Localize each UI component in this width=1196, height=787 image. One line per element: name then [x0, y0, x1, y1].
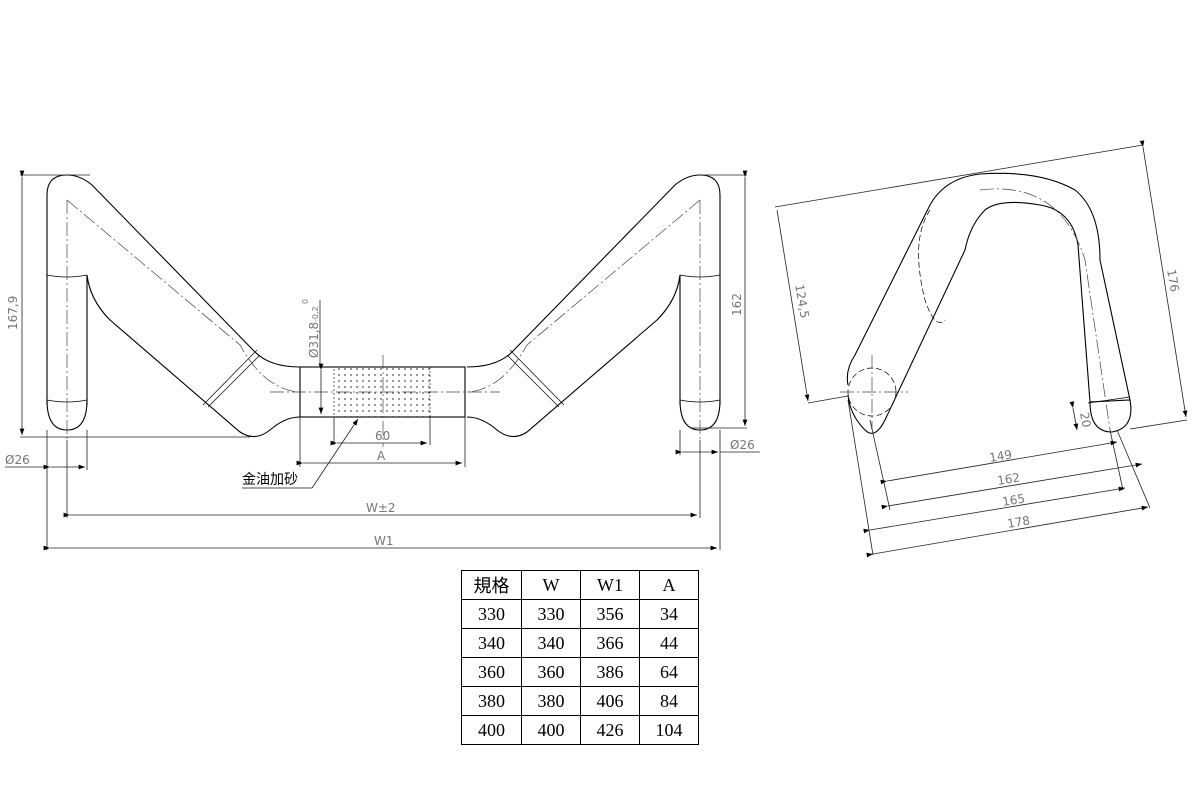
table-row: 360 360 386 64: [461, 657, 699, 687]
left-bar-half: [46, 174, 301, 440]
header-cell: W1: [580, 570, 640, 600]
dim-height-left: 167,9: [6, 296, 20, 330]
table-cell: 386: [580, 657, 640, 687]
table-cell: 44: [639, 628, 699, 658]
table-cell: 84: [639, 686, 699, 716]
table-cell: 356: [580, 599, 640, 629]
dim-dia-left: Ø26: [5, 453, 30, 467]
table-cell: 426: [580, 715, 640, 745]
dim-clamp-tol-lower: -0,2: [311, 306, 320, 322]
table-cell: 104: [639, 715, 699, 745]
table-row: 380 380 406 84: [461, 686, 699, 716]
dim-dia-right: Ø26: [730, 438, 755, 452]
header-cell: 規格: [461, 570, 522, 600]
knurl-note: 金油加砂: [242, 472, 298, 488]
dim-knurl-length: 60: [375, 429, 390, 443]
table-cell: 360: [521, 657, 581, 687]
table-header-row: 規格 W W1 A: [461, 570, 699, 600]
dim-20: 20: [1077, 411, 1093, 428]
table-cell: 380: [521, 686, 581, 716]
dim-124-5: 124,5: [792, 283, 812, 319]
dim-165: 165: [1001, 491, 1026, 509]
header-cell: A: [639, 570, 699, 600]
dim-width: W±2: [366, 501, 396, 515]
table-cell: 406: [580, 686, 640, 716]
table-cell: 330: [521, 599, 581, 629]
dim-178: 178: [1006, 513, 1031, 531]
table-cell: 400: [461, 715, 522, 745]
dim-162: 162: [996, 470, 1021, 488]
table-row: 340 340 366 44: [461, 628, 699, 658]
dim-width-outer: W1: [374, 534, 394, 548]
dim-176: 176: [1164, 268, 1182, 293]
dim-clamp-length: A: [377, 449, 386, 463]
table-cell: 400: [521, 715, 581, 745]
dim-height-right: 162: [730, 293, 744, 316]
table-cell: 64: [639, 657, 699, 687]
header-cell: W: [521, 570, 581, 600]
dim-clamp-tol-upper: 0: [301, 299, 310, 304]
table-cell: 366: [580, 628, 640, 658]
spec-table: 規格 W W1 A 330 330 356 34 340 340 366 44 …: [461, 570, 699, 745]
table-row: 330 330 356 34: [461, 599, 699, 629]
table-cell: 380: [461, 686, 522, 716]
table-cell: 340: [461, 628, 522, 658]
table-row: 400 400 426 104: [461, 715, 699, 745]
dim-149: 149: [988, 447, 1013, 465]
dim-clamp-dia: Ø31,8: [307, 322, 321, 358]
table-cell: 34: [639, 599, 699, 629]
front-view: 167,9 162 Ø26 Ø26 Ø31,8 0 -0,2 60 A W±2 …: [5, 170, 760, 551]
side-view: 124,5 176 20 149 162 165 178: [774, 140, 1188, 558]
table-cell: 360: [461, 657, 522, 687]
table-cell: 330: [461, 599, 522, 629]
table-cell: 340: [521, 628, 581, 658]
